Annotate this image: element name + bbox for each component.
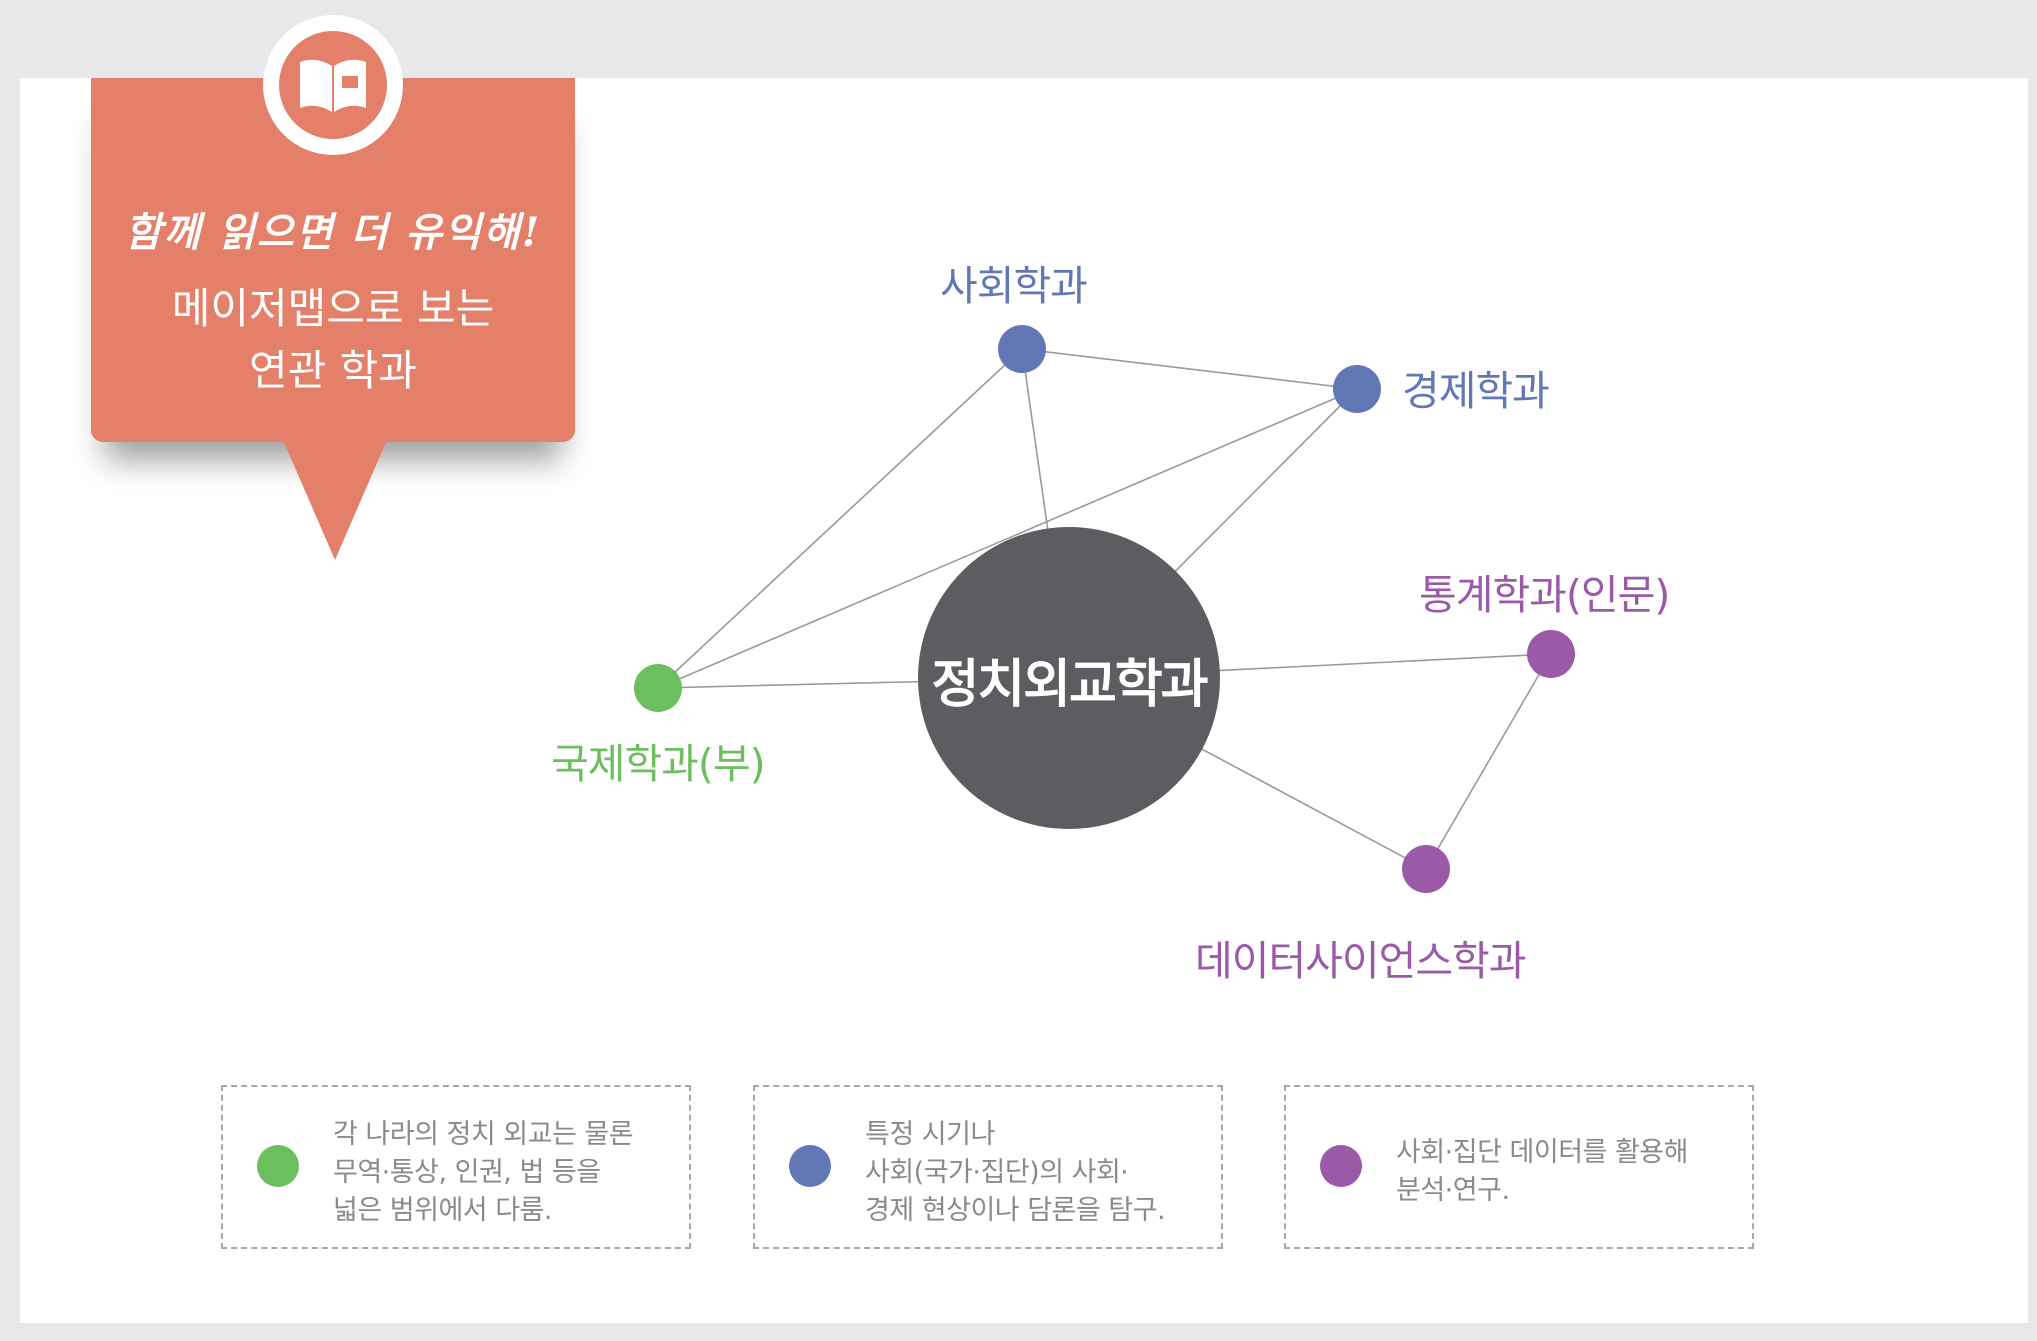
legend-line: 경제 현상이나 담론을 탐구.	[865, 1195, 1166, 1226]
node-data-science	[1402, 845, 1450, 893]
node-label-data-science: 데이터사이언스학과	[1195, 937, 1526, 985]
node-statistics	[1527, 630, 1575, 678]
legend-box-green: 각 나라의 정치 외교는 물론 무역·통상, 인권, 법 등을 넓은 범위에서 …	[221, 1085, 691, 1249]
node-international	[634, 664, 682, 712]
legend-line: 특정 시기나	[865, 1119, 995, 1150]
edge-statistics-data-science	[1425, 653, 1552, 870]
callout-pointer	[283, 440, 387, 560]
node-label-international: 국제학과(부)	[551, 740, 766, 788]
legend-text-purple: 사회·집단 데이터를 활용해 분석·연구.	[1396, 1134, 1736, 1210]
legend-box-purple: 사회·집단 데이터를 활용해 분석·연구.	[1284, 1085, 1754, 1249]
legend-box-blue: 특정 시기나 사회(국가·집단)의 사회· 경제 현상이나 담론을 탐구.	[753, 1085, 1223, 1249]
edge-economics-international	[657, 388, 1358, 689]
callout-tagline: 함께 읽으면 더 유익해!	[124, 209, 542, 256]
node-economics	[1333, 365, 1381, 413]
legend-line: 넓은 범위에서 다룸.	[333, 1195, 552, 1226]
legend-text-green: 각 나라의 정치 외교는 물론 무역·통상, 인권, 법 등을 넓은 범위에서 …	[333, 1116, 673, 1230]
node-label-statistics: 통계학과(인문)	[1419, 571, 1670, 619]
center-node-label: 정치외교학과	[931, 655, 1208, 715]
book-badge	[263, 15, 403, 155]
major-nodes	[634, 325, 1575, 893]
center-node	[918, 527, 1220, 829]
node-sociology	[998, 325, 1046, 373]
callout-title-line1: 메이저맵으로 보는	[171, 284, 495, 333]
legend-text-blue: 특정 시기나 사회(국가·집단)의 사회· 경제 현상이나 담론을 탐구.	[865, 1116, 1205, 1230]
edge-sociology-international	[657, 348, 1023, 689]
legend-dot-purple	[1320, 1145, 1362, 1187]
legend-line: 무역·통상, 인권, 법 등을	[333, 1157, 601, 1188]
legend-line: 사회(국가·집단)의 사회·	[865, 1157, 1129, 1188]
node-label-sociology: 사회학과	[940, 262, 1088, 310]
legend-line: 분석·연구.	[1396, 1175, 1510, 1206]
legend-line: 사회·집단 데이터를 활용해	[1396, 1137, 1689, 1168]
legend-dot-blue	[789, 1145, 831, 1187]
edge-sociology-economics	[1021, 348, 1358, 390]
callout-title: 메이저맵으로 보는 연관 학과	[91, 278, 575, 402]
legend-line: 각 나라의 정치 외교는 물론	[333, 1119, 634, 1150]
callout-title-line2: 연관 학과	[249, 346, 417, 395]
node-label-economics: 경제학과	[1402, 367, 1550, 415]
open-book-icon	[279, 31, 387, 139]
legend-dot-green	[257, 1145, 299, 1187]
